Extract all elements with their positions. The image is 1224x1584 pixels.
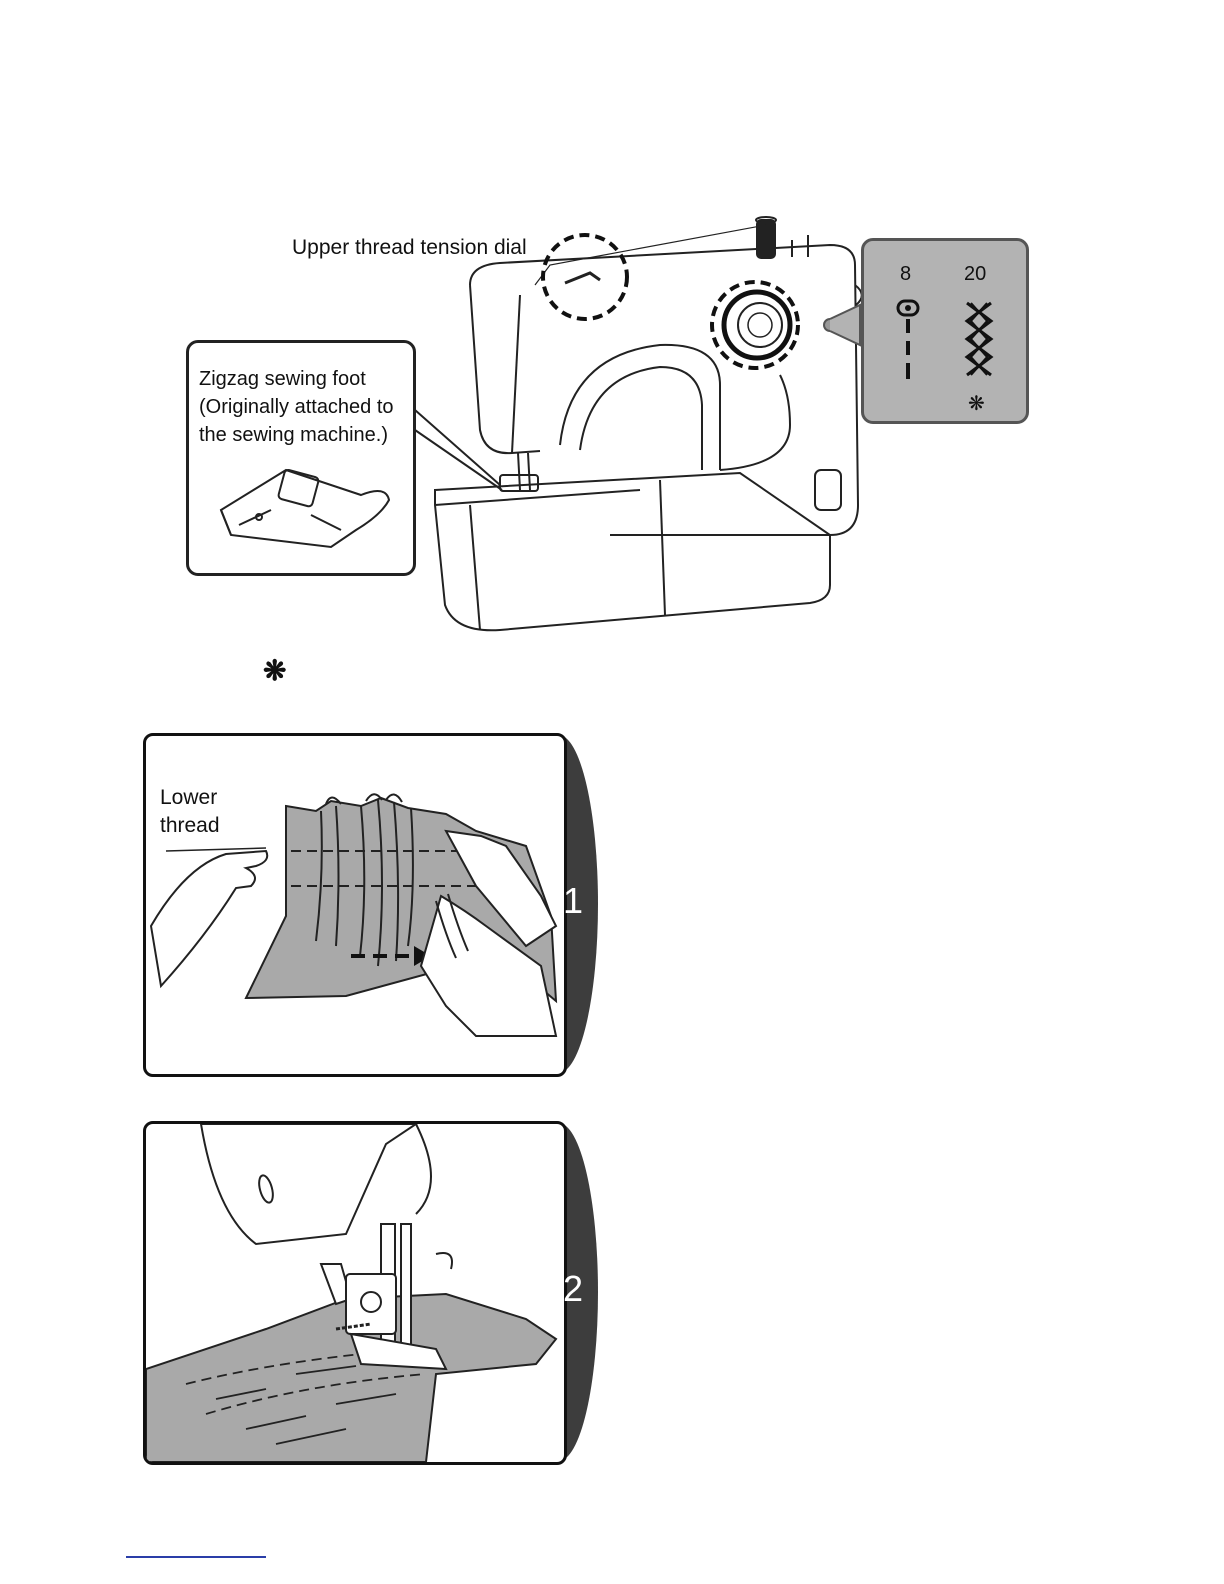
lower-thread-label-line2: thread	[160, 812, 220, 840]
sewing-gathers-illustration	[146, 1124, 564, 1462]
zigzag-foot-icon	[211, 455, 391, 555]
zigzag-foot-callout: Zigzag sewing foot (Originally attached …	[186, 340, 416, 576]
triple-zigzag-stitch-icon	[959, 299, 999, 389]
step2-frame	[143, 1121, 567, 1465]
step1-number: 1	[556, 880, 590, 922]
tension-dial-label: Upper thread tension dial	[292, 234, 527, 262]
tension-dial-highlight	[543, 235, 627, 319]
foot-callout-line2: (Originally attached to	[199, 393, 394, 421]
lower-thread-label-line1: Lower	[160, 784, 217, 812]
foot-callout-line3: the sewing machine.)	[199, 421, 388, 449]
foot-callout-line1: Zigzag sewing foot	[199, 365, 366, 393]
pattern-8-number: 8	[900, 263, 911, 286]
stitch-pattern-panel: 8 20 ❋	[861, 238, 1029, 424]
pattern-20-number: 20	[964, 263, 986, 286]
note-asterisk: ❋	[263, 654, 286, 687]
footer-link-underline[interactable]	[126, 1556, 266, 1560]
straight-stitch-icon	[894, 299, 924, 384]
step1-frame: Lower thread	[143, 733, 567, 1077]
panel-asterisk: ❋	[968, 391, 985, 416]
step2-number: 2	[556, 1268, 590, 1310]
